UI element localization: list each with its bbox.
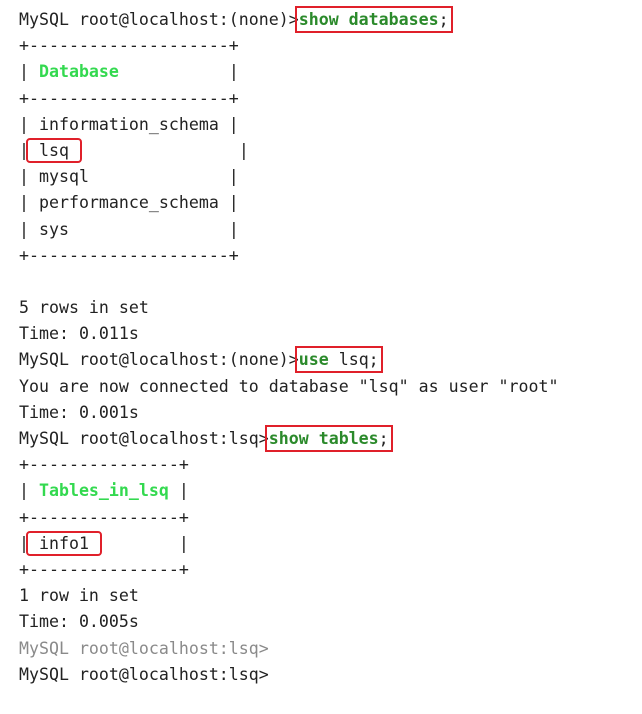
command-keyword: show databases: [298, 10, 439, 29]
table-border: +---------------+: [19, 507, 189, 527]
cell-database: sys: [38, 219, 69, 239]
query-time: Time: 0.005s: [19, 612, 139, 632]
prompt-line-current[interactable]: MySQL root@localhost:lsq>: [19, 664, 269, 684]
cell-database: mysql: [38, 167, 89, 187]
cell-database: information_schema: [38, 114, 219, 134]
table-header-row: | Database |: [19, 62, 239, 82]
prompt: MySQL root@localhost:lsq>: [19, 429, 269, 448]
query-time: Time: 0.001s: [19, 402, 139, 422]
table-border: +---------------+: [19, 455, 189, 475]
command-highlight-show-tables: show tables;: [264, 425, 393, 452]
table-row: | mysql |: [19, 167, 239, 187]
table-row: | info1 |: [19, 530, 189, 556]
prompt-line-3: MySQL root@localhost:lsq>show tables;: [19, 425, 642, 452]
table-border: +--------------------+: [19, 88, 239, 108]
query-time: Time: 0.011s: [19, 324, 139, 344]
prompt: MySQL root@localhost:(none)>: [19, 350, 299, 370]
prompt: MySQL root@localhost:(none)>: [19, 10, 299, 29]
table-header-row: | Tables_in_lsq |: [19, 481, 189, 501]
table-border: +--------------------+: [19, 36, 239, 56]
prompt-line-2: MySQL root@localhost:(none)>use lsq;: [19, 346, 642, 374]
prompt-line-1: MySQL root@localhost:(none)>show databas…: [19, 6, 642, 33]
cell-database: performance_schema: [38, 193, 219, 213]
command-argument: lsq;: [328, 350, 379, 370]
column-header-database: Database: [38, 62, 119, 82]
command-keyword: use: [298, 350, 329, 370]
table-border: +---------------+: [19, 559, 189, 579]
table-row: | performance_schema |: [19, 193, 239, 213]
row-count: 1 row in set: [19, 586, 139, 606]
command-highlight-show-databases: show databases;: [294, 6, 453, 33]
cell-table-highlighted: info1: [26, 530, 102, 556]
table-row: | lsq |: [19, 137, 249, 163]
table-row: | information_schema |: [19, 114, 239, 134]
command-semicolon: ;: [438, 10, 449, 29]
connected-message: You are now connected to database "lsq" …: [19, 376, 559, 396]
blank-line: [19, 269, 642, 295]
command-keyword: show tables: [268, 429, 379, 448]
row-count: 5 rows in set: [19, 298, 149, 318]
cell-database-highlighted: lsq: [26, 137, 82, 163]
command-highlight-use-lsq: use lsq;: [294, 346, 383, 374]
table-row: | sys |: [19, 219, 239, 239]
prompt-line-dim: MySQL root@localhost:lsq>: [19, 638, 269, 658]
table-border: +--------------------+: [19, 245, 239, 265]
command-semicolon: ;: [378, 429, 389, 448]
column-header-tables: Tables_in_lsq: [38, 481, 169, 501]
